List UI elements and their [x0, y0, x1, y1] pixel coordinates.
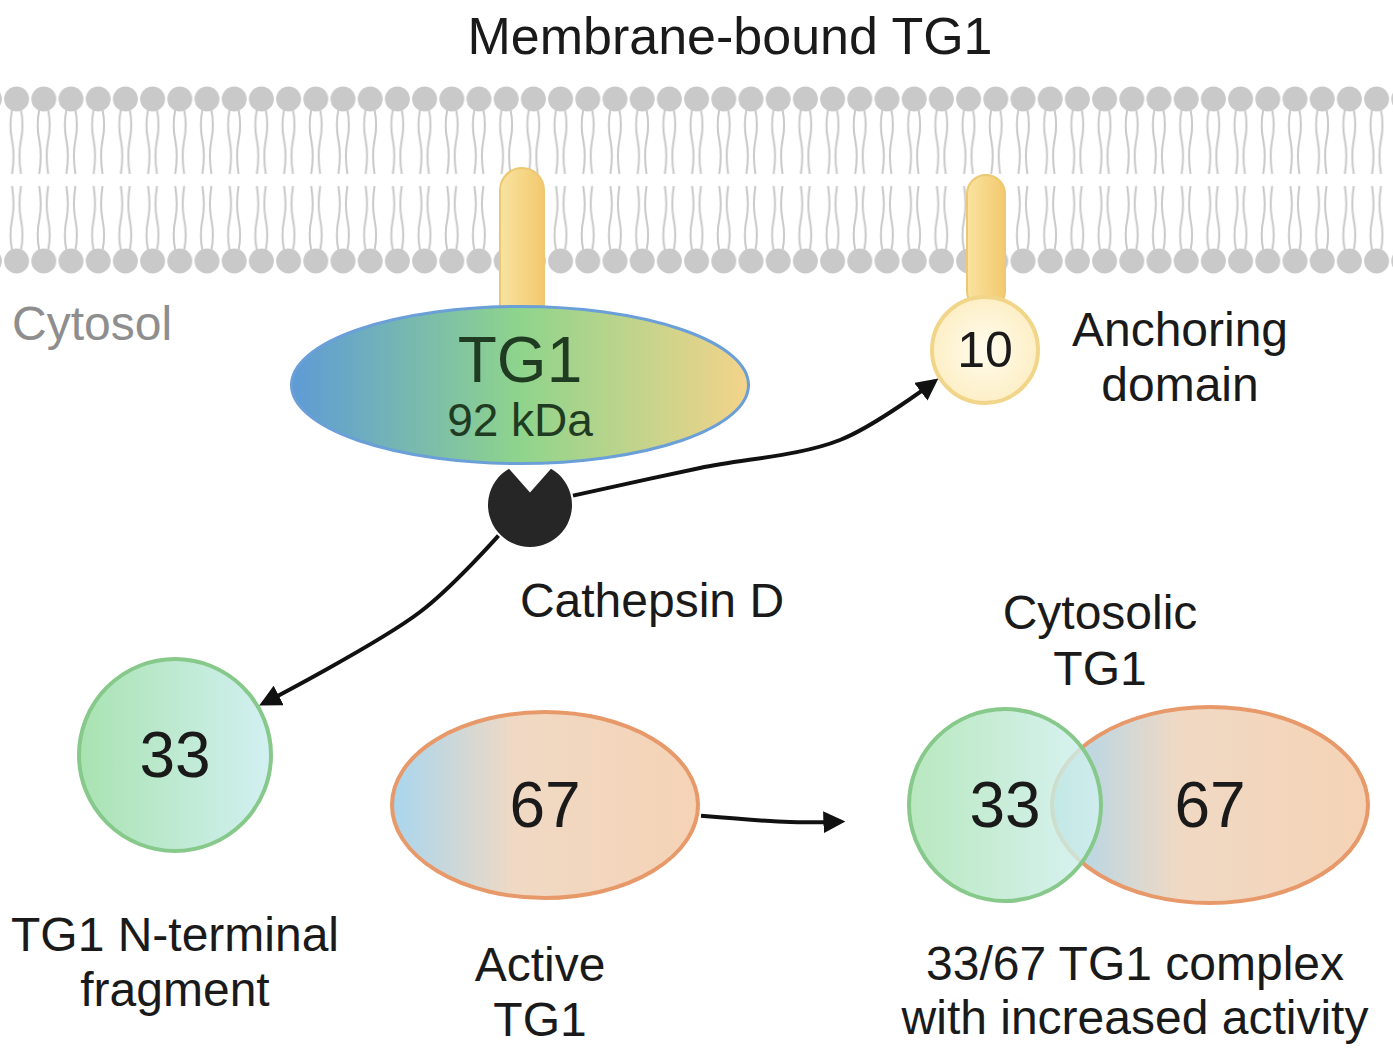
fragment-size: 33 [139, 720, 210, 790]
fragment-size: 10 [957, 323, 1013, 378]
fragment-circle [909, 709, 1101, 901]
domain-circle: 10Anchoring domain [930, 295, 1040, 405]
domain-circle [932, 297, 1038, 403]
membrane-leaflet [0, 180, 1393, 275]
protein-ellipse [292, 307, 749, 464]
protease-symbol: Cathepsin D [488, 463, 572, 547]
membrane-leaflet [0, 85, 1393, 180]
fragment-size: 33 [969, 770, 1040, 840]
fragment-ellipse [1052, 707, 1368, 903]
text-holder [488, 463, 572, 547]
text-holder: 33 [77, 657, 273, 853]
membrane-anchor [500, 168, 544, 328]
compartment-label: Cytosol [12, 296, 172, 352]
complex-group: Cytosolic TG1 33/67 TG1 complex with incr… [845, 585, 1385, 1055]
fragment-ellipse: 67Active TG1 [390, 710, 700, 900]
protease-symbol [488, 469, 572, 547]
fragment-circle: 33 [907, 707, 1103, 903]
fragment-circle: 33TG1 N-terminal fragment [77, 657, 273, 853]
protein-name: TG1 [458, 325, 582, 395]
group-heading: Cytosolic TG1 [980, 585, 1220, 697]
text-holder: TG192 kDa [290, 305, 750, 465]
molecular-weight: 92 kDa [447, 395, 593, 446]
group-caption: 33/67 TG1 complex with increased activit… [890, 937, 1380, 1045]
enzyme-label: Cathepsin D [502, 573, 802, 628]
protein-ellipse: TG192 kDa [290, 305, 750, 465]
protease-symbol-outline [488, 463, 572, 547]
text-holder: 67 [390, 710, 700, 900]
domain-label: Anchoring domain [1060, 302, 1300, 412]
fragment-circle [79, 659, 271, 851]
fragment-size: 67 [1174, 770, 1245, 840]
arrow-connector [263, 536, 498, 704]
text-holder: 10 [930, 295, 1040, 405]
arrow-connector [701, 816, 841, 822]
text-holder: 33 [907, 707, 1103, 903]
fragment-label: TG1 N-terminal fragment [5, 907, 345, 1017]
fragment-size: 67 [509, 770, 580, 840]
diagram-title: Membrane-bound TG1 [430, 6, 1030, 66]
fragment-ellipse [392, 712, 698, 898]
membrane-anchor [967, 175, 1005, 310]
fragment-label: Active TG1 [440, 937, 640, 1047]
